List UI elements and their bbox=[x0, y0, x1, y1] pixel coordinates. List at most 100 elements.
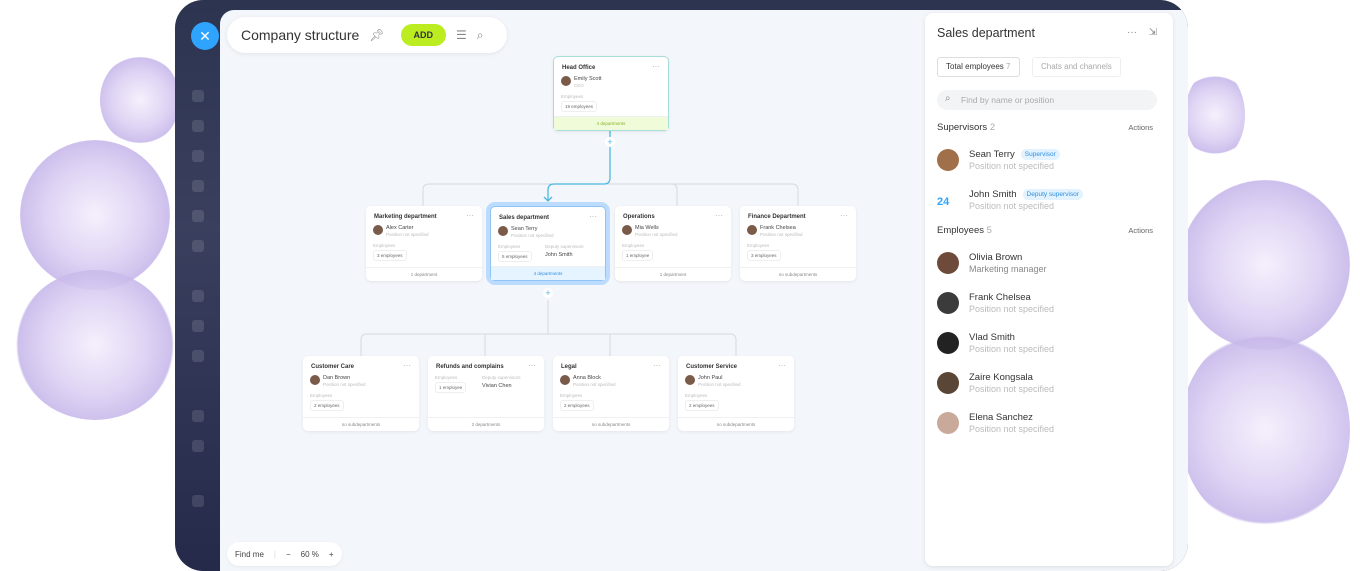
more-icon[interactable]: ··· bbox=[403, 361, 411, 370]
flower-decoration bbox=[1180, 330, 1350, 530]
manager-name: Frank Chelsea bbox=[760, 225, 796, 231]
employees-count[interactable]: 2 employees bbox=[560, 400, 594, 411]
employee-name: Olivia Brown bbox=[969, 252, 1023, 263]
more-icon[interactable]: ··· bbox=[715, 211, 723, 220]
panel-title: Sales department bbox=[937, 26, 1035, 40]
avatar bbox=[685, 375, 695, 385]
subdepartments-toggle[interactable]: 1 department bbox=[366, 267, 482, 281]
avatar bbox=[937, 412, 959, 434]
subdepartments-toggle[interactable]: 4 departments bbox=[491, 266, 605, 280]
employees-count[interactable]: 2 employees bbox=[310, 400, 344, 411]
employees-count[interactable]: 1 employee bbox=[435, 382, 467, 393]
department-name: Customer Care bbox=[311, 364, 355, 370]
manager-position: Position not specified bbox=[323, 382, 366, 387]
manager-position: Position not specified bbox=[698, 382, 741, 387]
avatar bbox=[937, 292, 959, 314]
add-department-button[interactable]: + bbox=[605, 137, 615, 147]
close-button[interactable]: ✕ bbox=[191, 22, 219, 50]
employee-item[interactable]: Frank Chelsea Position not specified bbox=[937, 289, 1157, 319]
department-card[interactable]: Customer Care ··· Dan Brown Position not… bbox=[303, 356, 419, 431]
department-card[interactable]: Operations ··· Mia Wells Position not sp… bbox=[615, 206, 731, 281]
employee-position: Position not specified bbox=[969, 384, 1055, 394]
add-department-button[interactable]: + bbox=[543, 288, 553, 298]
department-card[interactable]: Customer Service ··· John Paul Position … bbox=[678, 356, 794, 431]
manager-name: Dan Brown bbox=[323, 375, 351, 381]
flower-decoration bbox=[15, 270, 175, 420]
subdepartments-toggle[interactable]: no subdepartments bbox=[553, 417, 669, 431]
department-card[interactable]: Legal ··· Anna Block Position not specif… bbox=[553, 356, 669, 431]
department-card[interactable]: Refunds and complains ··· Employees 1 emp… bbox=[428, 356, 544, 431]
more-icon[interactable]: ··· bbox=[840, 211, 848, 220]
employee-item[interactable]: Zaire Kongsala Position not specified bbox=[937, 369, 1157, 399]
manager-position: Position not specified bbox=[573, 382, 616, 387]
page-title: Company structure bbox=[241, 27, 360, 43]
manager-name: Sean Terry bbox=[511, 226, 538, 232]
find-me-button[interactable]: Find me bbox=[235, 549, 264, 559]
more-icon[interactable]: ··· bbox=[778, 361, 786, 370]
employee-position: Position not specified bbox=[969, 304, 1055, 314]
manager-name: Mia Wells bbox=[635, 225, 659, 231]
department-name: Operations bbox=[623, 214, 655, 220]
employees-count[interactable]: 3 employees bbox=[747, 250, 781, 261]
subdepartments-toggle[interactable]: no subdepartments bbox=[303, 417, 419, 431]
tab-total-employees[interactable]: Total employees 7 bbox=[937, 57, 1020, 77]
flower-decoration bbox=[1180, 180, 1350, 350]
subdepartments-toggle[interactable]: no subdepartments bbox=[678, 417, 794, 431]
department-card[interactable]: Finance Department ··· Frank Chelsea Pos… bbox=[740, 206, 856, 281]
subdepartments-toggle[interactable]: 1 department bbox=[615, 267, 731, 281]
employees-count[interactable]: 19 employees bbox=[561, 101, 598, 112]
department-card[interactable]: Sales department ··· Sean Terry Position… bbox=[490, 206, 606, 281]
employee-item[interactable]: Olivia Brown Marketing manager bbox=[937, 249, 1157, 279]
more-icon[interactable]: ··· bbox=[652, 62, 660, 71]
deputy-supervisor-badge: Deputy supervisor bbox=[1022, 189, 1083, 200]
supervisors-actions[interactable]: Actions bbox=[1128, 123, 1153, 132]
subdepartments-toggle[interactable]: 2 departments bbox=[428, 417, 544, 431]
department-card-head-office[interactable]: Head Office ··· Emily Scott CEO Employee… bbox=[553, 56, 669, 131]
menu-icon[interactable]: ☰ bbox=[456, 28, 467, 42]
toolbar: Company structure 📌︎ ADD ☰ ⌕ bbox=[227, 17, 507, 53]
zoom-in-button[interactable]: + bbox=[328, 549, 334, 559]
search-icon[interactable]: ⌕ bbox=[476, 27, 484, 42]
supervisor-badge: Supervisor bbox=[1020, 149, 1060, 160]
subdepartments-toggle[interactable]: 4 departments bbox=[554, 116, 668, 130]
more-icon[interactable]: ··· bbox=[528, 361, 536, 370]
tab-chats-and-channels[interactable]: Chats and channels bbox=[1032, 57, 1121, 77]
department-name: Customer Service bbox=[686, 364, 738, 370]
employees-label: Employees bbox=[373, 243, 396, 248]
employee-item[interactable]: Elena Sanchez Position not specified bbox=[937, 409, 1157, 439]
more-icon[interactable]: ··· bbox=[653, 361, 661, 370]
department-card[interactable]: Marketing department ··· Alex Carter Pos… bbox=[366, 206, 482, 281]
avatar bbox=[937, 252, 959, 274]
more-icon[interactable]: ··· bbox=[466, 211, 474, 220]
bitrix24-logo: 24 bbox=[937, 189, 959, 211]
manager-position: Position not specified bbox=[760, 232, 803, 237]
pin-icon[interactable]: 📌︎ bbox=[369, 28, 385, 42]
deputy-name: Vivian Chen bbox=[482, 383, 512, 389]
employees-count[interactable]: 1 employee bbox=[622, 250, 654, 261]
employees-count[interactable]: 5 employees bbox=[498, 251, 532, 262]
add-button[interactable]: ADD bbox=[400, 24, 447, 46]
collapse-icon[interactable]: ⇲ bbox=[1148, 27, 1157, 38]
department-name: Sales department bbox=[499, 215, 550, 221]
subdepartments-toggle[interactable]: no subdepartments bbox=[740, 267, 856, 281]
zoom-out-button[interactable]: − bbox=[285, 549, 291, 559]
employee-name: Frank Chelsea bbox=[969, 292, 1031, 303]
employee-position: Position not specified bbox=[969, 424, 1055, 434]
zoom-level: 60 % bbox=[300, 549, 319, 559]
flower-decoration bbox=[20, 140, 170, 290]
department-name: Finance Department bbox=[748, 214, 806, 220]
search-input[interactable]: Find by name or position bbox=[937, 90, 1157, 110]
employees-count[interactable]: 2 employees bbox=[685, 400, 719, 411]
avatar bbox=[498, 226, 508, 236]
deputy-name: John Smith bbox=[545, 252, 573, 258]
department-name: Refunds and complains bbox=[436, 364, 504, 370]
employees-label: Employees bbox=[435, 375, 458, 380]
avatar bbox=[310, 375, 320, 385]
employees-actions[interactable]: Actions bbox=[1128, 226, 1153, 235]
employees-count[interactable]: 3 employees bbox=[373, 250, 407, 261]
more-icon[interactable]: ··· bbox=[1127, 27, 1137, 38]
employee-item[interactable]: Vlad Smith Position not specified bbox=[937, 329, 1157, 359]
more-icon[interactable]: ··· bbox=[589, 212, 597, 221]
